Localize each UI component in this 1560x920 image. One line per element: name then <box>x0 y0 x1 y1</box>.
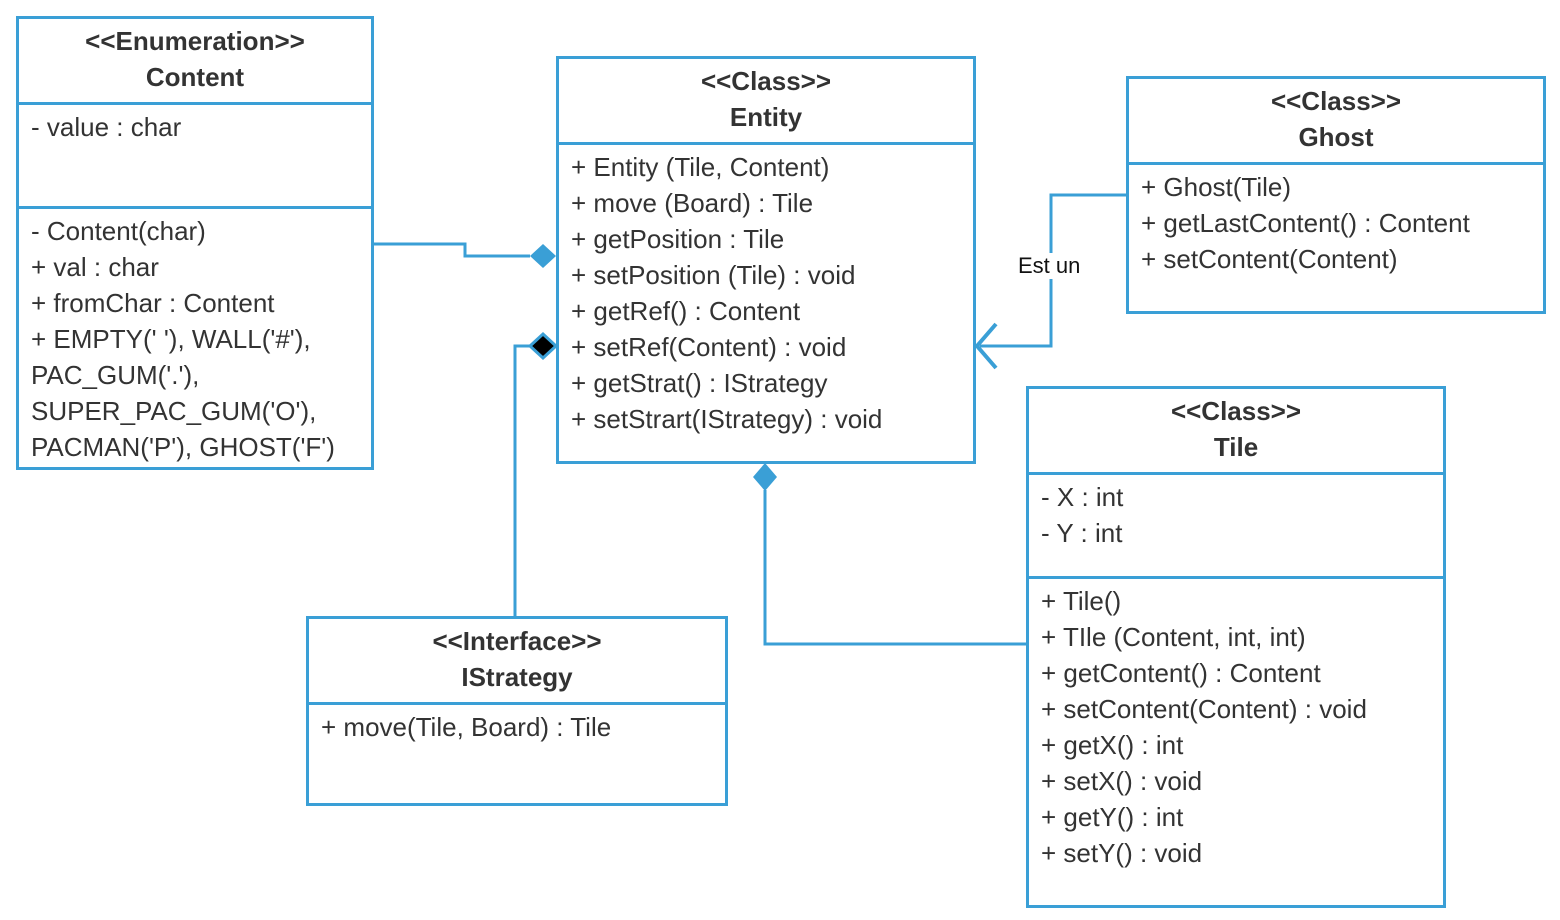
entity-operation-4: + getRef() : Content <box>571 296 801 326</box>
tile-attribute-0: - X : int <box>1041 482 1124 512</box>
istrategy-entity-composition-diamond <box>527 331 559 361</box>
entity-header: <<Class>> Entity <box>559 59 973 145</box>
ghost-name: Ghost <box>1298 122 1374 152</box>
tile-operation-3: + setContent(Content) : void <box>1041 694 1367 724</box>
content-attributes: - value : char <box>19 105 371 209</box>
entity-operation-1: + move (Board) : Tile <box>571 188 814 218</box>
istrategy-header: <<Interface>> IStrategy <box>309 619 725 705</box>
ghost-class-box[interactable]: <<Class>> Ghost + Ghost(Tile) + getLastC… <box>1126 76 1546 314</box>
entity-name: Entity <box>729 102 803 132</box>
entity-operation-2: + getPosition : Tile <box>571 224 785 254</box>
content-operation-2: + fromChar : Content <box>31 288 275 318</box>
entity-operation-7: + setStrart(IStrategy) : void <box>571 404 883 434</box>
ghost-operations: + Ghost(Tile) + getLastContent() : Conte… <box>1129 165 1543 281</box>
entity-class-box[interactable]: <<Class>> Entity + Entity (Tile, Content… <box>556 56 976 464</box>
tile-header: <<Class>> Tile <box>1029 389 1443 475</box>
entity-operation-3: + setPosition (Tile) : void <box>571 260 856 290</box>
entity-stereotype: <<Class>> <box>700 66 832 96</box>
istrategy-stereotype: <<Interface>> <box>432 626 602 656</box>
tile-operation-7: + setY() : void <box>1041 838 1203 868</box>
istrategy-entity-association-line <box>513 344 530 616</box>
tile-operation-6: + getY() : int <box>1041 802 1184 832</box>
content-enumeration-box[interactable]: <<Enumeration>> Content - value : char -… <box>16 16 374 470</box>
ghost-operation-2: + setContent(Content) <box>1141 244 1398 274</box>
ghost-operation-0: + Ghost(Tile) <box>1141 172 1292 202</box>
entity-operations: + Entity (Tile, Content) + move (Board) … <box>559 145 973 441</box>
tile-entity-association-line <box>763 490 1026 646</box>
tile-stereotype: <<Class>> <box>1170 396 1302 426</box>
content-operation-5: SUPER_PAC_GUM('O'), <box>31 396 317 426</box>
entity-operation-0: + Entity (Tile, Content) <box>571 152 830 182</box>
tile-operation-2: + getContent() : Content <box>1041 658 1321 688</box>
content-operation-6: PACMAN('P'), GHOST('F') <box>31 432 335 462</box>
istrategy-operation-0: + move(Tile, Board) : Tile <box>321 712 612 742</box>
tile-entity-aggregation-diamond <box>753 463 777 491</box>
tile-operations: + Tile() + TIle (Content, int, int) + ge… <box>1029 579 1443 875</box>
content-entity-association-line <box>374 242 530 258</box>
content-operation-1: + val : char <box>31 252 159 282</box>
ghost-operation-1: + getLastContent() : Content <box>1141 208 1470 238</box>
content-operation-4: PAC_GUM('.'), <box>31 360 200 390</box>
tile-operation-0: + Tile() <box>1041 586 1122 616</box>
content-header: <<Enumeration>> Content <box>19 19 371 105</box>
inheritance-arrowhead <box>974 322 998 370</box>
content-attribute-0: - value : char <box>31 112 182 142</box>
ghost-entity-relation-label: Est un <box>1016 253 1083 279</box>
content-operation-0: - Content(char) <box>31 216 206 246</box>
tile-attribute-1: - Y : int <box>1041 518 1123 548</box>
istrategy-name: IStrategy <box>461 662 573 692</box>
tile-operation-4: + getX() : int <box>1041 730 1184 760</box>
entity-operation-5: + setRef(Content) : void <box>571 332 847 362</box>
content-stereotype: <<Enumeration>> <box>85 26 305 56</box>
content-operation-3: + EMPTY(' '), WALL('#'), <box>31 324 311 354</box>
tile-operation-5: + setX() : void <box>1041 766 1203 796</box>
ghost-stereotype: <<Class>> <box>1270 86 1402 116</box>
entity-operation-6: + getStrat() : IStrategy <box>571 368 828 398</box>
istrategy-interface-box[interactable]: <<Interface>> IStrategy + move(Tile, Boa… <box>306 616 728 806</box>
tile-attributes: - X : int - Y : int <box>1029 475 1443 579</box>
tile-class-box[interactable]: <<Class>> Tile - X : int - Y : int + Til… <box>1026 386 1446 908</box>
content-name: Content <box>145 62 245 92</box>
content-entity-aggregation-diamond <box>530 244 556 268</box>
tile-operation-1: + TIle (Content, int, int) <box>1041 622 1306 652</box>
content-operations: - Content(char) + val : char + fromChar … <box>19 209 371 469</box>
istrategy-operations: + move(Tile, Board) : Tile <box>309 705 725 749</box>
ghost-header: <<Class>> Ghost <box>1129 79 1543 165</box>
tile-name: Tile <box>1213 432 1259 462</box>
